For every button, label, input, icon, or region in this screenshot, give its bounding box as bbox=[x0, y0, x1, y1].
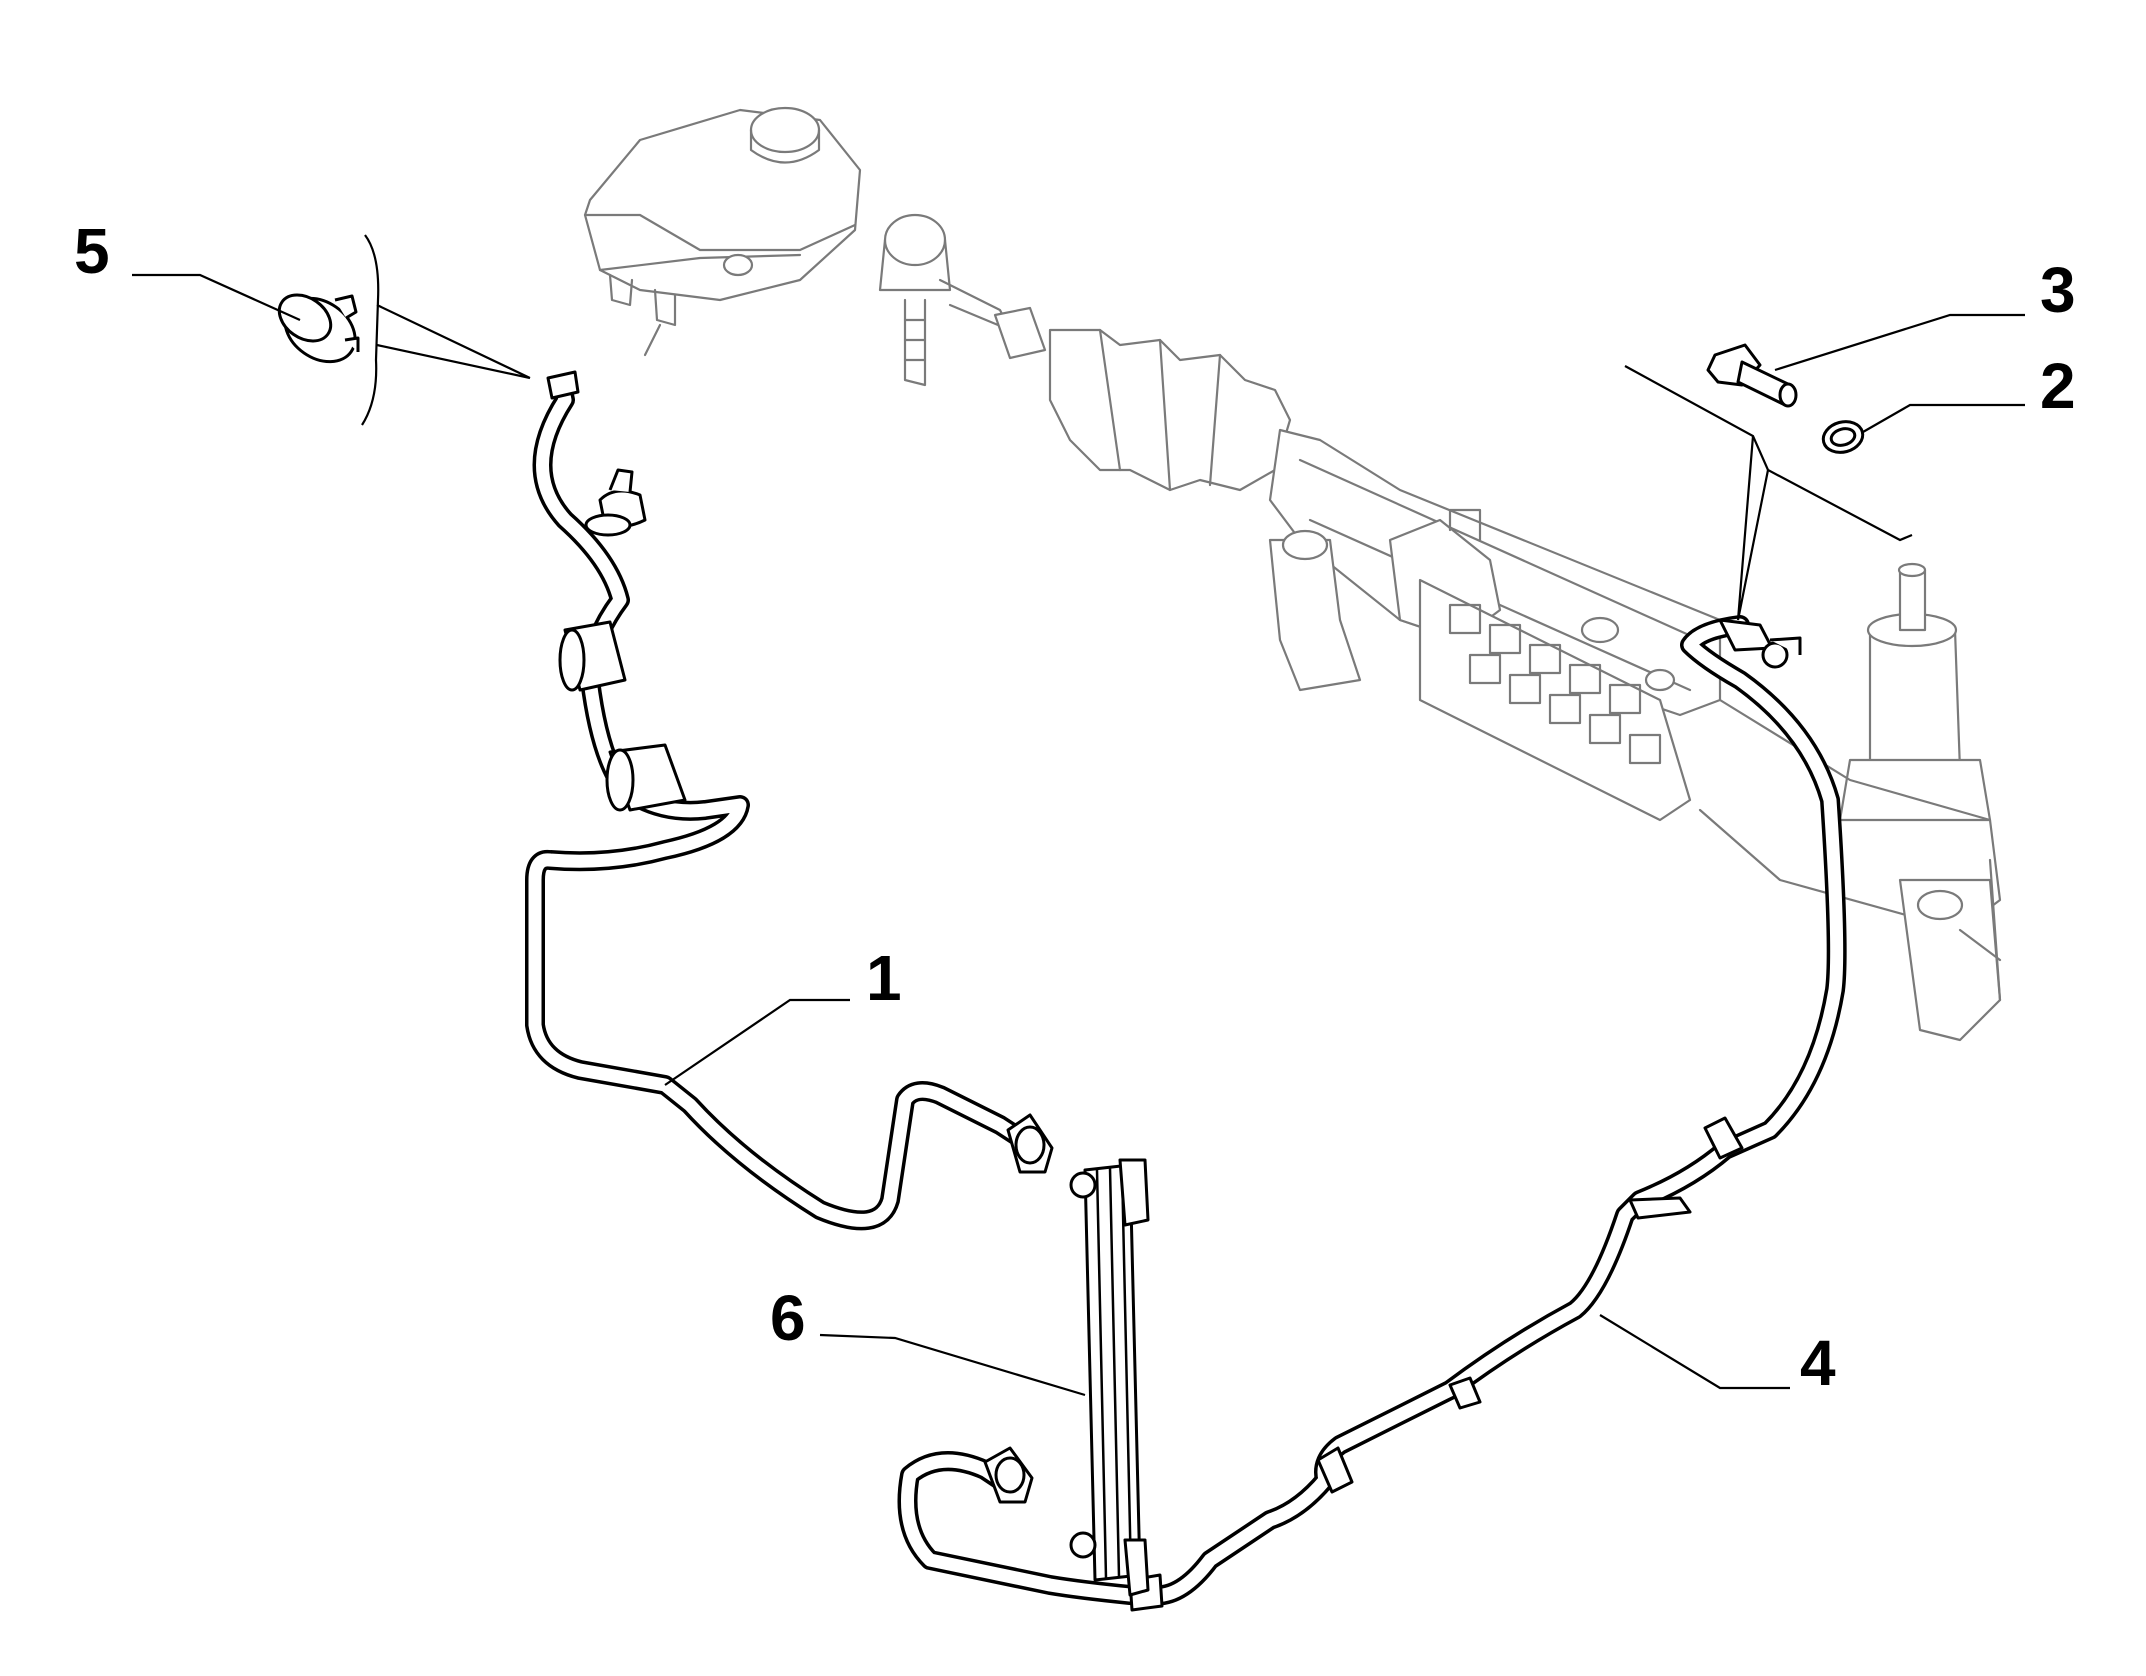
group-bracket-left bbox=[361, 234, 531, 426]
pressure-hose-assembly bbox=[897, 615, 1847, 1612]
leader-line-5 bbox=[132, 273, 301, 322]
reservoir-ghost bbox=[583, 106, 862, 357]
callout-2: 2 bbox=[2040, 350, 2076, 422]
callout-3: 3 bbox=[2040, 254, 2076, 326]
cooler-assembly bbox=[1069, 1158, 1150, 1597]
callout-1: 1 bbox=[866, 942, 902, 1014]
leader-line-2 bbox=[1862, 403, 2025, 433]
sealing-washer-part bbox=[1821, 420, 1865, 454]
callout-6: 6 bbox=[770, 1282, 806, 1354]
group-bracket-right bbox=[1624, 365, 1913, 621]
leader-line-3 bbox=[1774, 313, 2025, 372]
steering-rack-ghost bbox=[878, 213, 2002, 1042]
leader-line-4 bbox=[1599, 1314, 1790, 1390]
banjo-bolt-part bbox=[1706, 343, 1798, 408]
return-hose-assembly bbox=[525, 370, 1054, 1231]
callout-4: 4 bbox=[1800, 1327, 1836, 1399]
leader-line-6 bbox=[819, 1333, 1086, 1397]
callout-5: 5 bbox=[74, 215, 110, 287]
leader-line-1 bbox=[664, 998, 850, 1086]
hose-clamp-part bbox=[277, 293, 360, 364]
